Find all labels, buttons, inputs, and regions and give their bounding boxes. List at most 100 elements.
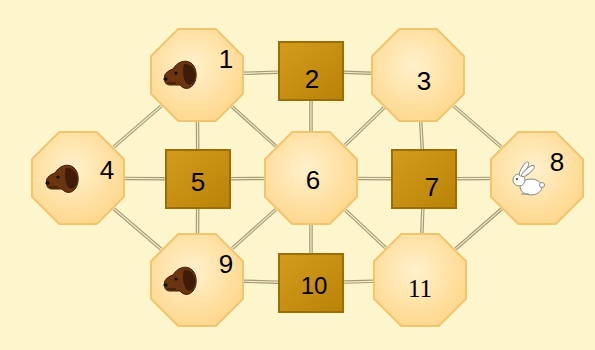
board-line [232, 107, 276, 147]
cell-shape [372, 29, 464, 121]
cell-shape [166, 150, 230, 208]
octagon-outline [150, 233, 244, 327]
line-core [232, 210, 276, 249]
board-line [344, 72, 371, 73]
board-line [125, 178, 165, 179]
cell-number: 3 [417, 68, 431, 94]
board-line [311, 101, 312, 131]
line-edge [345, 210, 385, 247]
line-core [232, 107, 276, 147]
cell-number: 9 [219, 251, 233, 277]
octagon-cell: 11 [373, 233, 467, 327]
line-core [310, 101, 311, 131]
octagon-cell: 4 [31, 131, 125, 225]
cell-shape [392, 150, 456, 208]
line-edge [309, 225, 313, 253]
line-edge [125, 177, 165, 181]
line-core [114, 106, 161, 147]
cell-number: 4 [100, 157, 114, 183]
line-edge [456, 209, 502, 249]
dog-piece [163, 267, 196, 294]
line-edge [420, 209, 424, 233]
board-line [231, 178, 264, 179]
cell-number: 11 [408, 276, 432, 301]
cell-shape [374, 234, 466, 326]
line-core [344, 281, 373, 283]
board-line [197, 122, 198, 149]
octagon-cell: 9 [150, 233, 244, 327]
line-edge [344, 72, 371, 73]
square-cell: 5 [165, 149, 231, 209]
line-core [421, 122, 423, 149]
line-core [244, 72, 278, 73]
line-core [244, 281, 278, 283]
line-core [345, 210, 385, 247]
board-line [421, 209, 423, 233]
octagon-cell: 6 [264, 131, 358, 225]
cell-shape [279, 42, 343, 100]
cell-number: 6 [306, 167, 320, 193]
line-edge [344, 280, 373, 284]
octagon-cell: 3 [371, 28, 465, 122]
line-core [454, 106, 501, 147]
line-edge [244, 72, 278, 73]
board-line [232, 210, 276, 249]
line-edge [358, 177, 391, 181]
line-core [114, 209, 161, 249]
cell-shape [265, 132, 357, 224]
board-line [358, 178, 391, 179]
board-line [456, 209, 502, 249]
line-edge [244, 279, 278, 283]
octagon-outline [150, 28, 244, 122]
board-line [457, 178, 490, 179]
octagon-outline [490, 131, 584, 225]
line-core [125, 178, 165, 180]
board-line [311, 225, 312, 253]
board-line [454, 106, 501, 147]
board-line [244, 72, 278, 73]
line-core [456, 209, 502, 249]
line-core [345, 108, 384, 146]
line-core [358, 178, 391, 179]
cell-number: 1 [219, 46, 233, 72]
octagon-cell: 1 [150, 28, 244, 122]
square-cell: 2 [278, 41, 344, 101]
line-edge [421, 122, 423, 149]
cell-number: 7 [425, 174, 439, 200]
line-core [344, 72, 371, 73]
line-edge [309, 101, 313, 131]
line-edge [231, 177, 264, 181]
board-line [114, 209, 161, 249]
board-line [197, 209, 198, 233]
cell-number: 10 [301, 274, 328, 298]
dog-piece [163, 61, 196, 88]
line-edge [114, 209, 161, 249]
line-edge [232, 107, 276, 147]
square-outline [391, 149, 457, 209]
dog-piece [45, 165, 78, 192]
octagon-cell: 8 [490, 131, 584, 225]
square-cell: 7 [391, 149, 457, 209]
line-edge [232, 210, 276, 249]
line-edge [114, 106, 161, 147]
line-core [197, 209, 198, 233]
line-edge [454, 106, 501, 147]
board-line [345, 210, 385, 247]
cell-shape [151, 29, 243, 121]
cell-shape [279, 254, 343, 312]
board-line [244, 281, 278, 283]
cell-shape [491, 132, 583, 224]
board-line [421, 122, 423, 149]
board-line [114, 106, 161, 147]
line-core [197, 122, 198, 149]
board-line [344, 281, 373, 283]
cell-shape [151, 234, 243, 326]
cell-number: 5 [191, 169, 205, 195]
line-edge [196, 122, 200, 149]
cell-number: 2 [305, 66, 319, 92]
line-edge [196, 209, 200, 233]
board-line [345, 108, 384, 146]
square-cell: 10 [278, 253, 344, 313]
line-core [457, 178, 490, 179]
